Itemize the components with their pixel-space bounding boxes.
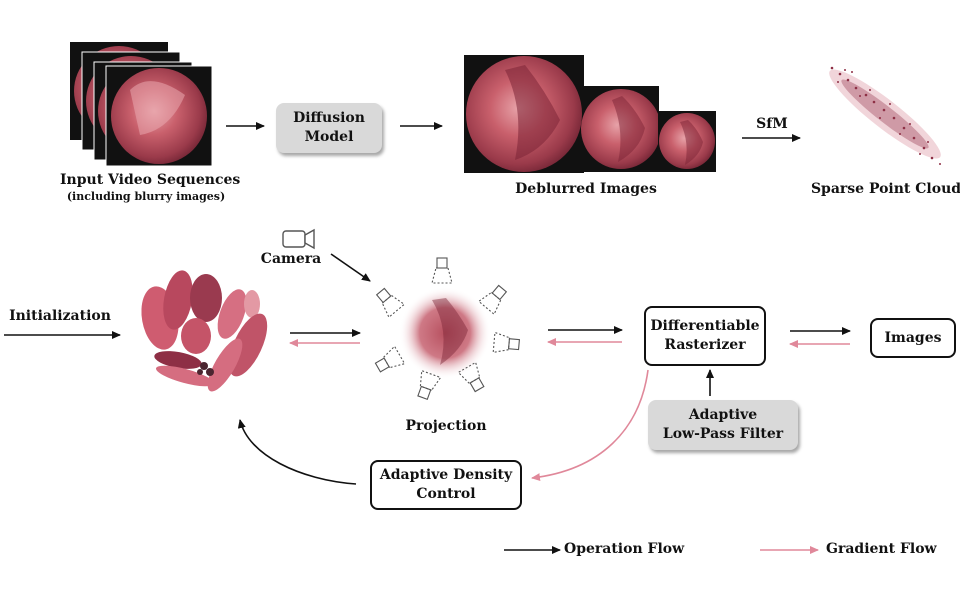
adaptive-density-control-box: Adaptive Density Control — [370, 460, 522, 510]
deblurred-images-label: Deblurred Images — [515, 181, 657, 197]
arrow-camera-to-projection — [330, 253, 371, 282]
arrow-density-to-gaussians — [237, 419, 357, 485]
differentiable-rasterizer-box: Differentiable Rasterizer — [644, 306, 766, 366]
images-box: Images — [870, 318, 956, 358]
legend-operation-label: Operation Flow — [564, 541, 685, 557]
sparse-point-cloud — [829, 66, 941, 165]
input-video-stack — [70, 42, 213, 167]
sparse-point-cloud-label: Sparse Point Cloud — [810, 181, 960, 197]
camera-icon — [282, 228, 315, 250]
diffusion-model-box: Diffusion Model — [276, 103, 382, 153]
adaptive-low-pass-filter-box: Adaptive Low-Pass Filter — [648, 400, 798, 450]
input-video-label: Input Video Sequences — [60, 172, 241, 188]
initialization-label: Initialization — [9, 308, 111, 324]
projection-sphere — [399, 287, 491, 379]
sfm-label: SfM — [756, 116, 788, 132]
gaussian-ellipsoids — [141, 270, 268, 392]
gradient-rasterizer-to-density — [531, 369, 649, 482]
deblurred-images — [464, 55, 716, 173]
projection-label: Projection — [405, 418, 487, 434]
legend-gradient-label: Gradient Flow — [826, 541, 937, 557]
input-video-sublabel: (including blurry images) — [66, 190, 226, 203]
projection-cameras — [374, 257, 521, 400]
camera-label: Camera — [260, 251, 322, 267]
